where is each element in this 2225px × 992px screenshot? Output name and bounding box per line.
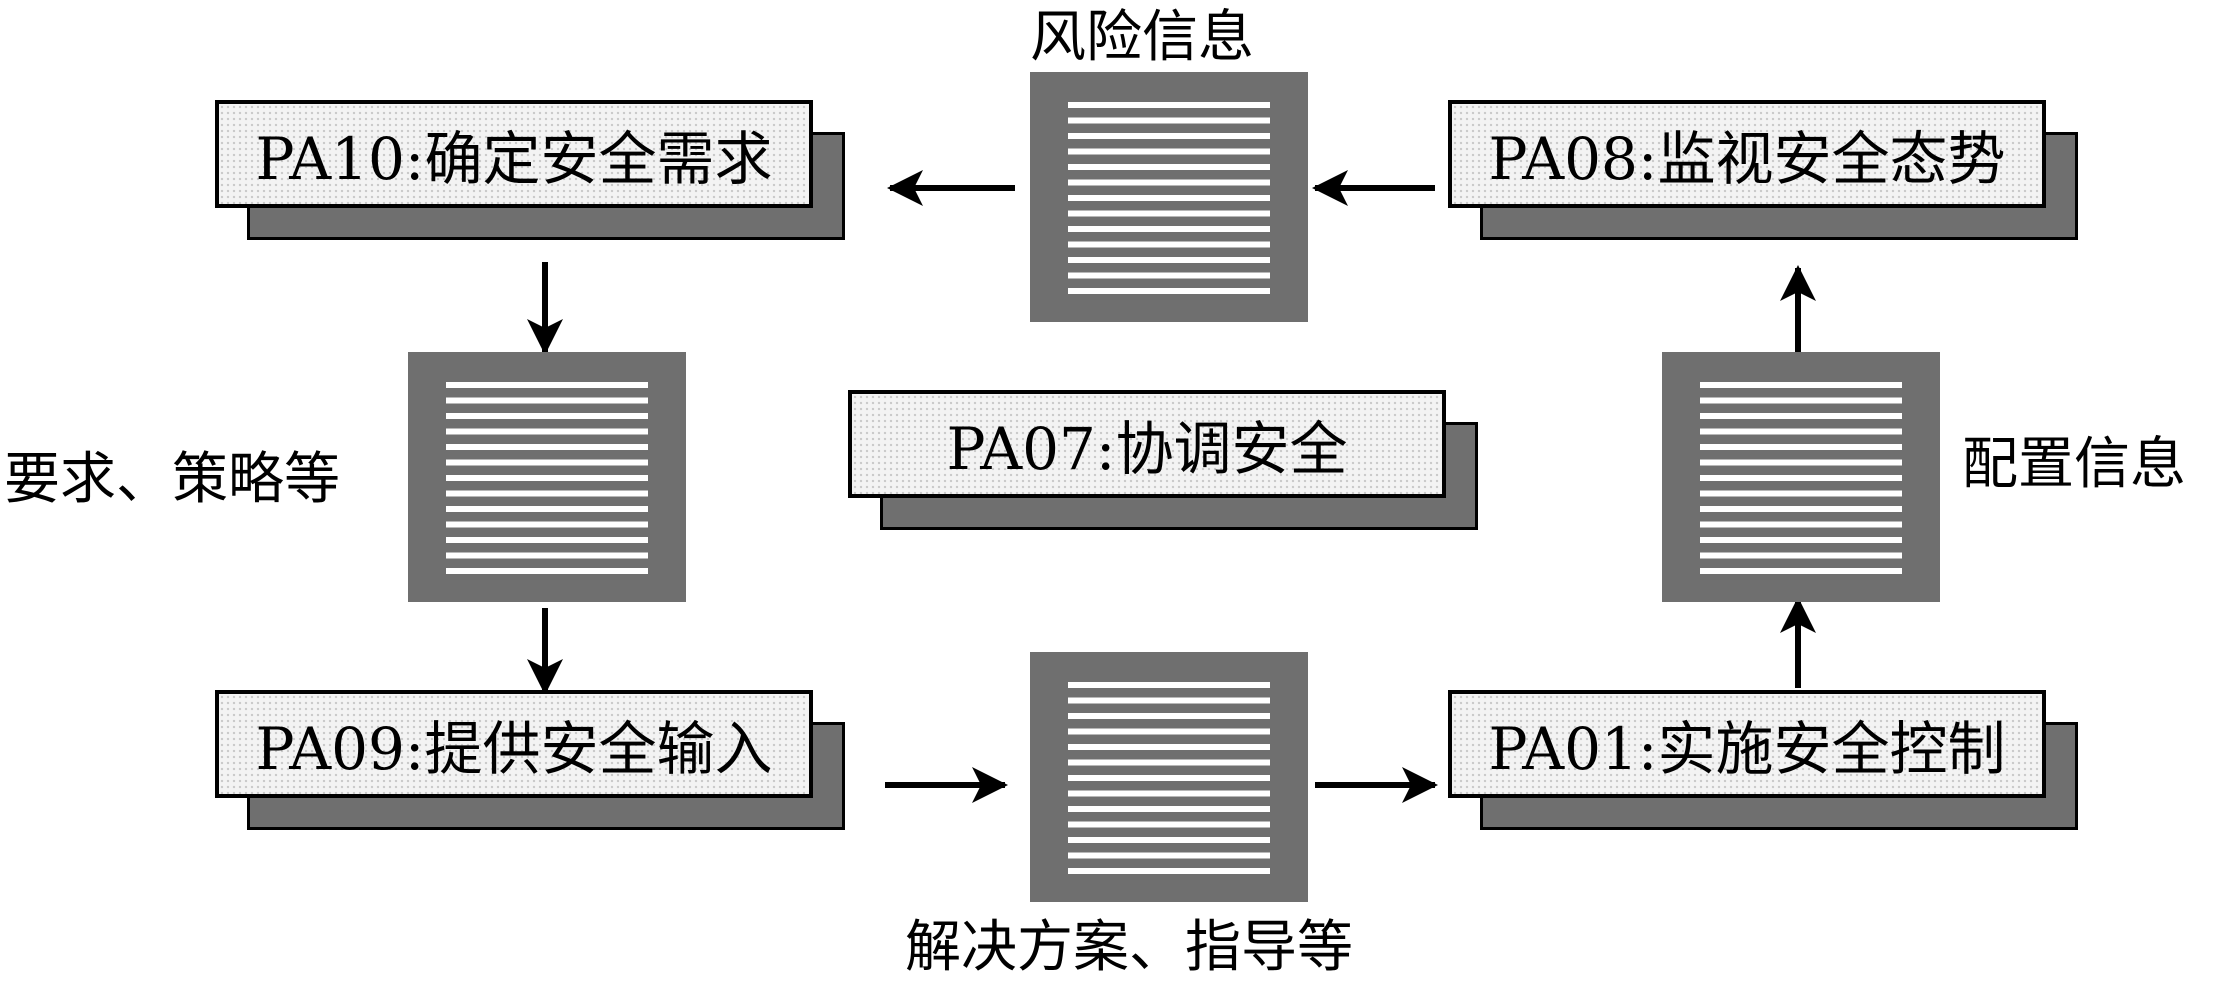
document-line: [1700, 459, 1902, 466]
document-line: [446, 459, 648, 466]
process-label: PA09:提供安全输入: [215, 690, 813, 798]
document-line: [446, 382, 648, 388]
process-pa10: PA10:确定安全需求: [215, 100, 845, 240]
document-line: [446, 506, 648, 512]
process-pa09: PA09:提供安全输入: [215, 690, 845, 830]
document-line: [1068, 117, 1270, 124]
document-icon-requirements: [408, 352, 686, 602]
document-line: [446, 413, 648, 419]
document-line: [1700, 382, 1902, 388]
process-pa01: PA01:实施安全控制: [1448, 690, 2078, 830]
process-label: PA10:确定安全需求: [215, 100, 813, 208]
process-pa07: PA07:协调安全: [848, 390, 1478, 530]
document-line: [1700, 397, 1902, 404]
document-line: [1068, 837, 1270, 843]
document-line: [446, 568, 648, 574]
document-line: [1068, 697, 1270, 704]
document-lines: [1700, 382, 1902, 574]
document-line: [1700, 428, 1902, 435]
document-line: [1700, 490, 1902, 497]
document-line: [1068, 868, 1270, 874]
document-icon-solutions: [1030, 652, 1308, 902]
document-line: [1068, 713, 1270, 719]
document-line: [1068, 790, 1270, 797]
document-line: [446, 444, 648, 450]
document-line: [446, 397, 648, 404]
document-line: [1068, 226, 1270, 232]
document-lines: [1068, 102, 1270, 294]
document-line: [1700, 444, 1902, 450]
document-line: [446, 552, 648, 559]
document-line: [1068, 288, 1270, 294]
document-line: [446, 521, 648, 528]
document-line: [1068, 102, 1270, 108]
document-line: [1068, 179, 1270, 186]
document-line: [446, 490, 648, 497]
document-icon-config-info: [1662, 352, 1940, 602]
document-line: [1700, 521, 1902, 528]
document-line: [1068, 852, 1270, 859]
label-solutions: 解决方案、指导等: [905, 915, 1353, 980]
document-line: [1068, 210, 1270, 217]
process-label: PA01:实施安全控制: [1448, 690, 2046, 798]
document-line: [1068, 806, 1270, 812]
process-label: PA07:协调安全: [848, 390, 1446, 498]
label-risk-info: 风险信息: [1030, 5, 1254, 70]
document-icon-risk-info: [1030, 72, 1308, 322]
document-line: [446, 537, 648, 543]
document-line: [1700, 537, 1902, 543]
document-line: [1700, 552, 1902, 559]
label-requirements: 要求、策略等: [4, 447, 340, 512]
label-config-info: 配置信息: [1962, 432, 2186, 497]
document-line: [1068, 241, 1270, 248]
document-line: [1068, 759, 1270, 766]
document-line: [1068, 133, 1270, 139]
document-line: [1068, 257, 1270, 263]
document-line: [1068, 821, 1270, 828]
document-line: [1068, 164, 1270, 170]
document-lines: [446, 382, 648, 574]
process-label: PA08:监视安全态势: [1448, 100, 2046, 208]
document-lines: [1068, 682, 1270, 874]
document-line: [1068, 775, 1270, 781]
document-line: [1068, 148, 1270, 155]
document-line: [1068, 682, 1270, 688]
document-line: [1068, 744, 1270, 750]
document-line: [1700, 475, 1902, 481]
document-line: [1700, 413, 1902, 419]
document-line: [446, 475, 648, 481]
document-line: [1700, 568, 1902, 574]
process-pa08: PA08:监视安全态势: [1448, 100, 2078, 240]
document-line: [1068, 728, 1270, 735]
document-line: [1068, 195, 1270, 201]
document-line: [1700, 506, 1902, 512]
document-line: [1068, 272, 1270, 279]
document-line: [446, 428, 648, 435]
